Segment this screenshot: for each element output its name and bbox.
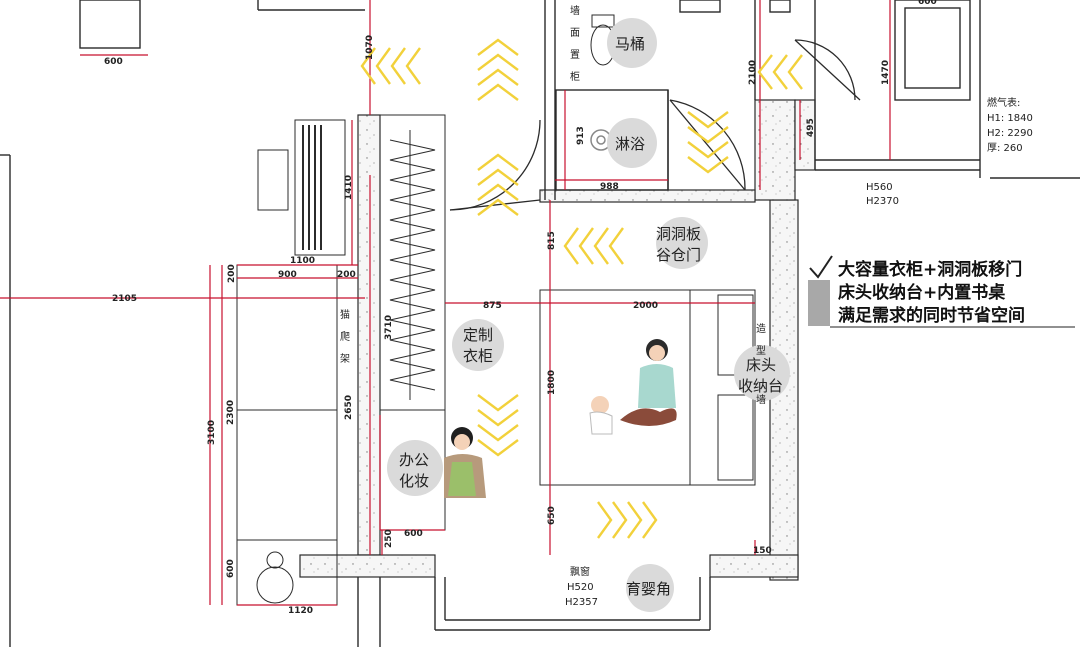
label-h2370: H2370	[866, 196, 899, 207]
dim-150: 150	[753, 546, 772, 556]
dim-600-top: 600	[104, 57, 123, 67]
father-figure	[620, 339, 677, 426]
mother-figure	[444, 427, 486, 498]
gas-meter-1: 燃气表:	[987, 96, 1020, 109]
note-line-2: 床头收纳台+内置书桌	[838, 282, 1006, 303]
dim-2650: 2650	[344, 395, 354, 420]
cabinet	[236, 264, 338, 606]
dim-1120: 1120	[288, 606, 313, 616]
dim-875: 875	[483, 301, 502, 311]
dim-2000: 2000	[633, 301, 658, 311]
label-shower: 淋浴	[615, 135, 645, 153]
dim-913: 913	[576, 126, 586, 145]
label-wall-left-4: 柜	[570, 70, 580, 83]
dim-495: 495	[806, 118, 816, 137]
label-wall-left-1: 墙	[570, 4, 580, 17]
dim-3100: 3100	[207, 420, 217, 445]
label-cat-frame-2: 爬	[340, 331, 350, 343]
chevron-left-3	[757, 54, 803, 90]
baby-figure	[589, 396, 613, 435]
label-toilet: 马桶	[615, 35, 645, 53]
label-pegboard-door-1: 洞洞板	[656, 225, 701, 243]
label-h560: H560	[866, 182, 893, 193]
person-illustration	[444, 339, 677, 498]
dim-200-a: 200	[227, 264, 237, 283]
label-pegboard-door-2: 谷仓门	[656, 246, 701, 264]
dimension-lines	[0, 0, 891, 606]
label-office-2: 化妆	[399, 472, 429, 490]
label-wall-right-2: 型	[756, 344, 766, 357]
gas-meter-2: H1: 1840	[987, 113, 1033, 124]
label-bay-window-1: 飘窗	[570, 565, 590, 578]
dim-815: 815	[547, 231, 557, 250]
dim-3710: 3710	[384, 315, 394, 340]
label-nursery: 育婴角	[626, 580, 671, 598]
label-cat-frame-1: 猫	[340, 308, 350, 321]
dim-2100: 2100	[748, 60, 758, 85]
label-wall-left-3: 置	[570, 49, 580, 61]
gas-meter-3: H2: 2290	[987, 128, 1033, 139]
label-wall-right-3: 墙	[756, 393, 766, 406]
dim-250: 250	[384, 529, 394, 548]
dim-1410: 1410	[344, 175, 354, 200]
doors	[449, 39, 861, 211]
chevron-up-1	[477, 38, 519, 101]
label-wall-right-1: 造	[756, 322, 766, 335]
dim-600-left: 600	[226, 559, 236, 578]
dim-988: 988	[600, 182, 619, 192]
label-cat-frame-3: 架	[340, 353, 350, 365]
label-custom-wardrobe-2: 衣柜	[463, 347, 493, 365]
note-bar	[808, 280, 830, 326]
dim-900: 900	[278, 270, 297, 280]
note-line-3: 满足需求的同时节省空间	[838, 305, 1025, 326]
chevron-up-2	[477, 153, 519, 216]
chevron-right-1	[597, 501, 658, 539]
dim-600-mid: 600	[404, 529, 423, 539]
chevron-down-2	[477, 394, 519, 457]
chevron-down-1	[687, 111, 729, 174]
check-icon	[809, 255, 833, 279]
label-circles	[387, 18, 790, 612]
label-bay-window-3: H2357	[565, 597, 598, 608]
label-wall-left-2: 面	[570, 28, 580, 39]
chevron-left-1	[360, 47, 421, 85]
gas-meter-4: 厚: 260	[987, 142, 1023, 154]
dim-600-box: 600	[918, 0, 937, 7]
dim-1100: 1100	[290, 256, 315, 266]
note-line-1: 大容量衣柜+洞洞板移门	[838, 259, 1022, 280]
dim-1800: 1800	[547, 370, 557, 395]
label-office-1: 办公	[399, 451, 429, 469]
walls	[299, 99, 816, 581]
dim-2105: 2105	[112, 294, 137, 304]
dim-1070: 1070	[365, 35, 375, 60]
label-bedside-1: 床头	[746, 356, 776, 374]
chevron-arrows	[360, 38, 803, 539]
dim-2300: 2300	[226, 400, 236, 425]
dim-200-b: 200	[337, 270, 356, 280]
chevron-left-2	[563, 227, 624, 265]
dim-650: 650	[547, 506, 557, 525]
dim-1470: 1470	[881, 60, 891, 85]
label-bedside-2: 收纳台	[738, 377, 783, 395]
label-custom-wardrobe-1: 定制	[463, 326, 493, 344]
label-bay-window-2: H520	[567, 582, 594, 593]
piano	[257, 119, 346, 256]
